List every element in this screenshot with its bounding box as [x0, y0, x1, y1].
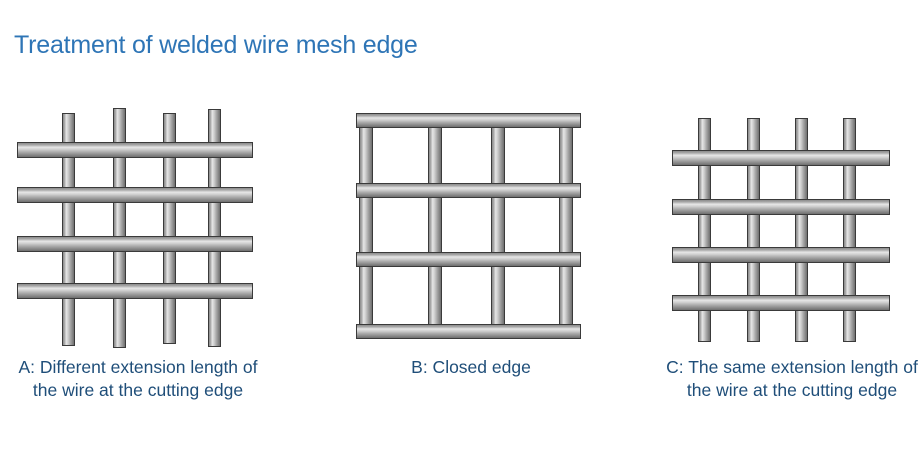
caption-b: B: Closed edge [411, 357, 531, 377]
horizontal-wire-a-4 [17, 283, 253, 299]
horizontal-wire-c-4 [672, 295, 890, 311]
horizontal-wire-c-3 [672, 247, 890, 263]
horizontal-wire-c-1 [672, 150, 890, 166]
caption-c: C: The same extension length of the wire… [666, 357, 918, 400]
vertical-wire-b-3 [491, 126, 505, 325]
horizontal-wire-c-2 [672, 199, 890, 215]
horizontal-wire-a-3 [17, 236, 253, 252]
mesh-diagram-c [664, 100, 920, 350]
vertical-wire-c-3 [795, 118, 808, 342]
mesh-diagram-b [348, 100, 594, 350]
vertical-wire-b-1 [359, 126, 373, 325]
panel-c: C: The same extension length of the wire… [664, 100, 920, 400]
page-title: Treatment of welded wire mesh edge [14, 31, 418, 59]
vertical-wire-b-2 [428, 126, 442, 325]
vertical-wire-c-4 [843, 118, 856, 342]
horizontal-wire-b-4 [356, 324, 581, 339]
caption-a: A: Different extension length of the wir… [18, 357, 258, 400]
horizontal-wire-a-2 [17, 187, 253, 203]
vertical-wire-b-4 [559, 126, 573, 325]
horizontal-wire-b-2 [356, 183, 581, 198]
horizontal-wire-b-1 [356, 113, 581, 128]
mesh-diagram-a [8, 100, 268, 350]
vertical-wire-c-1 [698, 118, 711, 342]
panel-b: B: Closed edge [348, 100, 594, 377]
horizontal-wire-b-3 [356, 252, 581, 267]
panel-a: A: Different extension length of the wir… [8, 100, 268, 400]
vertical-wire-c-2 [747, 118, 760, 342]
horizontal-wire-a-1 [17, 142, 253, 158]
